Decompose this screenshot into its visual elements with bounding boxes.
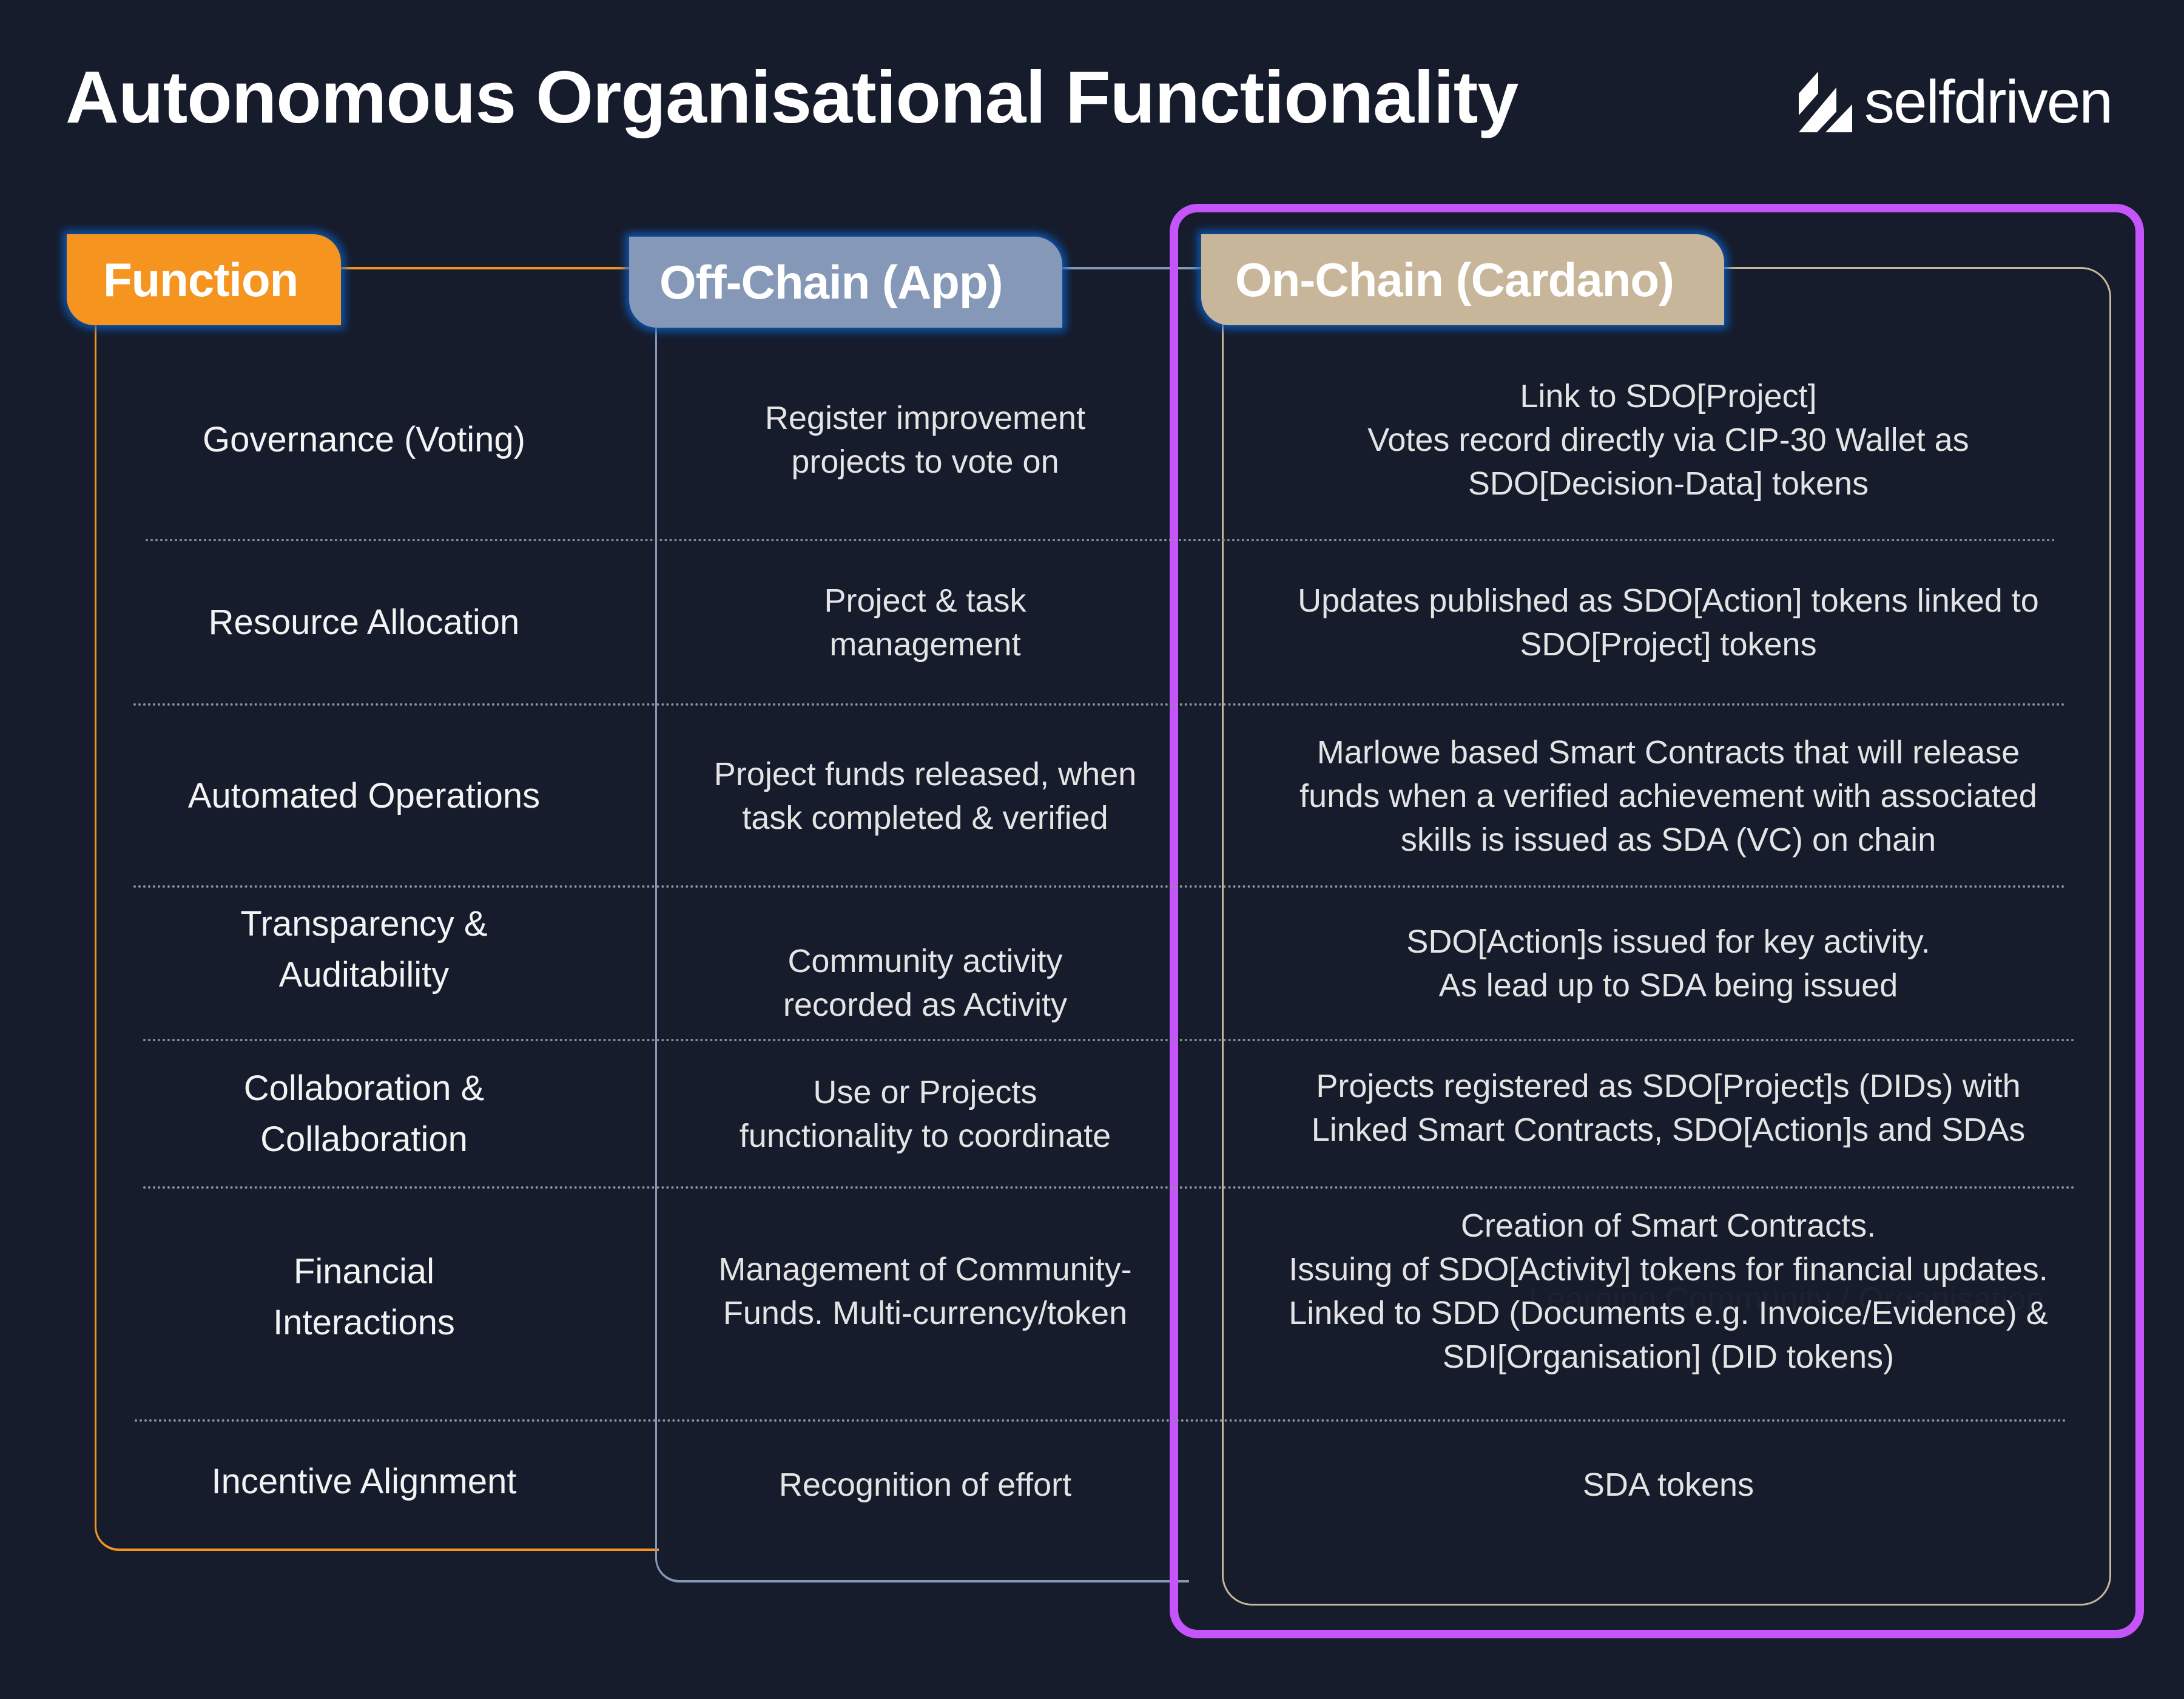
offchain-column-header: Off-Chain (App) [629, 237, 1062, 328]
offchain-header-label: Off-Chain (App) [659, 255, 1003, 309]
row-separator [143, 1186, 2076, 1189]
function-column-frame [95, 271, 659, 1551]
onchain-column-header: On-Chain (Cardano) [1201, 234, 1724, 325]
function-text: Financial Interactions [273, 1252, 455, 1342]
onchain-text: Link to SDO[Project] Votes record direct… [1367, 378, 1969, 502]
offchain-cell: Management of Community- Funds. Multi-cu… [661, 1188, 1189, 1394]
offchain-text: Project funds released, when task comple… [713, 756, 1137, 836]
selfdriven-stripes-logo-icon [1799, 72, 1852, 132]
onchain-text: Marlowe based Smart Contracts that will … [1299, 734, 2037, 858]
function-text: Collaboration & Collaboration [243, 1069, 485, 1159]
page-title: Autonomous Organisational Functionality [66, 56, 1518, 138]
function-cell: Transparency & Auditability [103, 874, 625, 1025]
function-cell: Financial Interactions [103, 1188, 625, 1407]
row-separator [135, 1419, 2068, 1422]
offchain-text: Community activity recorded as Activity [783, 943, 1068, 1023]
onchain-cell: Creation of Smart Contracts. Issuing of … [1225, 1188, 2111, 1394]
function-column-header: Function [67, 234, 341, 325]
offchain-text: Register improvement projects to vote on [764, 400, 1086, 480]
offchain-cell: Project & task management [661, 541, 1189, 704]
offchain-cell: Register improvement projects to vote on [661, 340, 1189, 540]
function-cell: Collaboration & Collaboration [103, 1041, 625, 1187]
onchain-text: SDA tokens [1582, 1467, 1754, 1503]
row-separator [133, 885, 2066, 888]
onchain-header-label: On-Chain (Cardano) [1235, 252, 1674, 306]
function-text: Automated Operations [187, 776, 541, 816]
offchain-connector-line [1062, 267, 1207, 269]
offchain-text: Recognition of effort [778, 1467, 1072, 1503]
offchain-text: Management of Community- Funds. Multi-cu… [718, 1251, 1132, 1331]
offchain-text: Use or Projects functionality to coordin… [739, 1074, 1111, 1154]
brand-logo: selfdriven [1799, 68, 2113, 136]
function-header-label: Function [103, 252, 298, 306]
row-separator [146, 539, 2057, 541]
offchain-cell: Recognition of effort [661, 1421, 1189, 1549]
offchain-cell: Community activity recorded as Activity [661, 922, 1189, 1044]
onchain-cell: Marlowe based Smart Contracts that will … [1225, 705, 2111, 887]
row-separator [133, 703, 2066, 706]
onchain-cell: Projects registered as SDO[Project]s (DI… [1225, 1035, 2111, 1181]
onchain-cell: Link to SDO[Project] Votes record direct… [1225, 340, 2111, 540]
onchain-cell: Updates published as SDO[Action] tokens … [1225, 541, 2111, 704]
onchain-cell: SDO[Action]s issued for key activity. As… [1225, 887, 2111, 1040]
function-text: Transparency & Auditability [240, 904, 488, 995]
function-text: Incentive Alignment [211, 1462, 517, 1501]
onchain-text: Projects registered as SDO[Project]s (DI… [1311, 1068, 2026, 1148]
offchain-cell: Use or Projects functionality to coordin… [661, 1041, 1189, 1187]
function-cell: Incentive Alignment [103, 1421, 625, 1542]
function-text: Governance (Voting) [203, 420, 525, 459]
onchain-text: Creation of Smart Contracts. Issuing of … [1289, 1208, 2048, 1375]
function-connector-line [340, 267, 631, 269]
onchain-cell: SDA tokens [1225, 1421, 2111, 1549]
onchain-text: Updates published as SDO[Action] tokens … [1298, 583, 2039, 663]
onchain-highlight-frame [1170, 204, 2144, 1638]
offchain-cell: Project funds released, when task comple… [661, 705, 1189, 887]
function-cell: Automated Operations [103, 705, 625, 887]
ghost-watermark-text: Learning Community / Organisation [1529, 1281, 2044, 1317]
row-separator [143, 1039, 2076, 1041]
logo-text: selfdriven [1864, 68, 2113, 136]
offchain-column-frame [655, 271, 1189, 1582]
function-cell: Governance (Voting) [103, 340, 625, 540]
function-cell: Resource Allocation [103, 541, 625, 704]
offchain-text: Project & task management [824, 583, 1026, 663]
onchain-text: SDO[Action]s issued for key activity. As… [1406, 924, 1930, 1004]
function-text: Resource Allocation [208, 603, 520, 642]
